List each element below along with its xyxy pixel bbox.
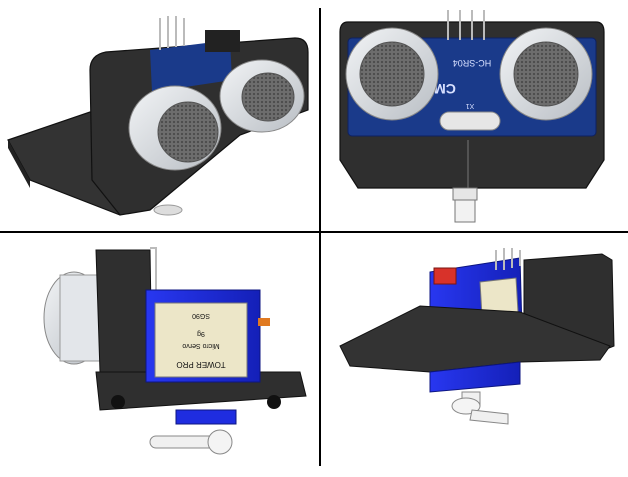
screw-hole-2 [267,395,281,409]
transducer-front-right [499,27,593,121]
header-pins-underside [495,248,521,270]
base-edge [8,140,30,188]
screw-hole-1 [111,395,125,409]
servo-brand: TOWER PRO [176,360,225,369]
transducer-right [219,59,305,133]
crystal-front [439,111,501,131]
panel-top-left [7,16,309,216]
pcb-silk-brand: CM [434,81,456,97]
servo-horn-side [149,429,233,455]
pcb-silk-model: HC-SR04 [453,58,492,68]
servo-horn-underside [451,391,509,425]
crystal-mark: X1 [466,102,475,109]
panel-bottom-left: TOWER PRO Micro Servo 9g SG90 [43,247,307,455]
servo-model: Micro Servo [182,342,219,349]
servo-connector [433,267,457,285]
header-pins-front [447,10,485,40]
servo-shaft-front [452,187,478,223]
servo-label-text: TOWER PRO Micro Servo 9g SG90 [176,312,225,369]
base-plate-underside [339,305,611,373]
transducer-left [128,85,222,171]
header-pins [159,16,185,50]
servo-weight: 9g [197,330,205,337]
header-pin-side [150,247,157,290]
servo-gear-underside [429,361,521,393]
servo-code: SG90 [192,312,210,319]
pcb-board [150,40,232,92]
bracket-side [95,249,153,373]
crystal-block [205,30,240,52]
servo-label [154,302,248,378]
servo-wire [258,318,270,326]
panel-bottom-right [339,248,615,425]
transducer-body-side [59,274,103,362]
horn-tip [153,204,183,216]
servo-gear-housing [175,409,237,425]
transducer-front-left [345,27,439,121]
panel-top-right: HC-SR04 CM X1 [339,10,605,223]
